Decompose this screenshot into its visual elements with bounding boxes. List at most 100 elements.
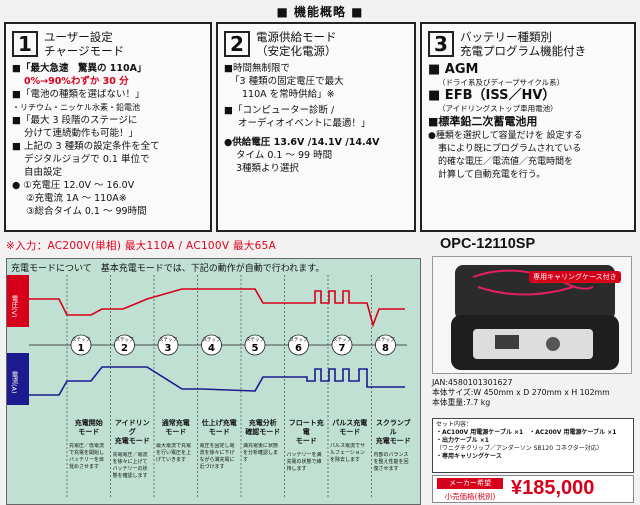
- mode-name: アイドリング: [114, 419, 150, 436]
- feature-panel-battery-type: 3 バッテリー種類別 充電プログラム機能付き ■ AGM （ドライ系及びディープ…: [420, 22, 636, 232]
- mode-name: モード: [295, 437, 317, 445]
- mode-name: 充電モード: [375, 437, 411, 445]
- step-marker: [114, 334, 135, 356]
- mode-detail: 電圧を固定し電流を徐々に下げながら満充電に近づけます: [199, 443, 235, 470]
- step-number: 8: [382, 343, 389, 354]
- mode-detail: 内部のバランスを整え性能を回復させます: [373, 452, 409, 472]
- battery-type: ■標準鉛二次蓄電池用: [428, 115, 538, 128]
- feature-line: ●種類を選択して容量だけを 設定する: [428, 131, 583, 141]
- set-item: ・出力ケーブル ×1: [436, 437, 489, 444]
- mode-name: モード: [208, 428, 230, 436]
- spec-line: ●供給電圧 13.6V /14.1V /14.4V: [224, 137, 380, 148]
- battery-type: ■ AGM: [428, 62, 479, 77]
- feature-line: 自由設定: [24, 167, 63, 178]
- feature-line: 「3 種類の固定電圧で最大: [230, 76, 344, 87]
- step-number: 5: [252, 343, 259, 354]
- mode-description: スクランブル充電モード内部のバランスを整え性能を回復させます: [374, 419, 414, 473]
- step-word: ステップ: [290, 337, 308, 343]
- feature-line: 的確な電圧／電流値／充電時間を: [438, 157, 574, 167]
- feature-line: ■ 上記の 3 種類の設定条件を全て: [12, 141, 160, 152]
- spec-line: ②充電流 1A ～ 110A※: [26, 193, 127, 204]
- current-label-box: [7, 353, 29, 405]
- mode-name: モード: [165, 428, 187, 436]
- feature-line: デジタルジョグで 0.1 単位で: [24, 154, 150, 165]
- mode-name: 充電モード: [114, 437, 150, 445]
- mode-detail: 満充電後に状態を分析確認します: [243, 443, 279, 463]
- mode-name: フロート充電: [288, 419, 324, 436]
- column-dividers: [66, 275, 372, 499]
- step-word: ステップ: [116, 337, 134, 343]
- set-contents: セット内容： ・AC100V 用電源ケーブル ×1 ・AC200V 用電源ケーブ…: [432, 418, 634, 473]
- panel-heading: ユーザー設定: [44, 30, 113, 44]
- current-curve: [29, 366, 405, 396]
- step-number: 6: [295, 343, 302, 354]
- jan-code: JAN:4580101301627: [432, 378, 513, 387]
- case-badge: 専用キャリングケース付き: [529, 271, 621, 283]
- step-number: 2: [121, 343, 128, 354]
- mode-description: パルス充電モードパルス電流でサルフェーションを除去します: [330, 419, 370, 464]
- product-info: JAN:4580101301627 本体サイズ:W 450mm x D 270m…: [432, 378, 610, 408]
- mode-name: 通常充電: [161, 419, 190, 427]
- panel-number: 1: [12, 31, 38, 57]
- feature-panel-power-supply: 2 電源供給モード （安定化電源） ■時間無制限で 「3 種類の固定電圧で最大 …: [216, 22, 416, 232]
- set-item: ・AC100V 用電源ケーブル ×1 ・AC200V 用電源ケーブル ×1: [436, 429, 617, 436]
- input-note: ※入力：AC200V(単相) 最大110A / AC100V 最大65A: [6, 240, 277, 252]
- mode-name: 充電分析: [248, 419, 277, 427]
- mode-detail: 最大電流で充電を行い電圧を上げていきます: [156, 443, 192, 463]
- feature-line: 計算して自動充電を行う。: [438, 170, 546, 180]
- step-marker: [157, 334, 179, 356]
- current-label: 電流(A): [10, 371, 18, 394]
- mode-description: 仕上げ充電モード電圧を固定し電流を徐々に下げながら満充電に近づけます: [200, 419, 240, 471]
- mode-detail: バッテリーを満充電の状態で維持します: [286, 452, 322, 472]
- carrying-case-image: 専用キャリングケース付き: [432, 256, 632, 374]
- voltage-label: 電圧(V): [10, 295, 18, 318]
- step-word: ステップ: [333, 337, 351, 343]
- mode-description: 通常充電モード最大電流で充電を行い電圧を上げていきます: [156, 419, 196, 464]
- step-number: 1: [78, 343, 85, 354]
- mode-name: モード: [339, 428, 361, 436]
- feature-panel-user-charge: 1 ユーザー設定 チャージモード ■「最大急速 驚異の 110A」 0%→90%…: [4, 22, 212, 232]
- mode-name: モード: [78, 428, 100, 436]
- panel-heading: チャージモード: [44, 44, 125, 58]
- step-number: 3: [165, 343, 172, 354]
- price-label: メーカー希望: [437, 478, 503, 489]
- mode-name: 充電開始: [74, 419, 103, 427]
- mode-description: 充電分析確認モード満充電後に状態を分析確認します: [243, 419, 283, 464]
- mode-name: 仕上げ充電: [201, 419, 237, 427]
- mode-name: パルス充電: [332, 419, 368, 427]
- feature-line: ■時間無制限で: [224, 63, 290, 74]
- feature-line: 0%→90%わずか 30 分: [24, 76, 129, 87]
- spec-line: ③総合タイム 0.1 ～ 99時間: [26, 206, 147, 217]
- mode-name: スクランブル: [375, 419, 411, 436]
- battery-type: ■ EFB（ISS／HV）: [428, 88, 556, 103]
- step-word: ステップ: [159, 337, 177, 343]
- step-marker: [331, 334, 353, 356]
- step-word: ステップ: [203, 337, 221, 343]
- feature-line: ■「電池の種類を選ばない！」: [12, 89, 145, 100]
- step-marker: [288, 334, 309, 356]
- panel-heading: バッテリー種類別: [460, 30, 552, 44]
- chart-title: 充電モードについて 基本充電モードでは、下記の動作が自動で行われます。: [11, 264, 325, 274]
- step-word: ステップ: [246, 337, 264, 343]
- body-size: 本体サイズ:W 450mm x D 270mm x H 102mm: [432, 388, 610, 397]
- spec-line: タイム 0.1 ～ 99 時間: [236, 150, 333, 161]
- feature-line: ■「最大急速 驚異の 110A」: [12, 63, 147, 74]
- step-number: 4: [208, 343, 215, 354]
- voltage-label-box: [7, 275, 29, 327]
- set-title: セット内容：: [436, 421, 473, 428]
- step-marker: [244, 334, 266, 356]
- feature-line: ■「最大 3 段階のステージに: [12, 115, 138, 126]
- feature-line: 事により既にプログラムされている: [438, 144, 582, 154]
- mode-description: フロート充電モードバッテリーを満充電の状態で維持します: [287, 419, 327, 473]
- feature-line: 110A を常時供給」※: [242, 89, 335, 100]
- mode-name: 確認モード: [245, 428, 281, 436]
- price-label-line: メーカー希望: [449, 479, 491, 487]
- price-label-line: 小売価格(税別): [444, 492, 496, 501]
- step-word: ステップ: [377, 337, 395, 343]
- voltage-curve: [29, 288, 405, 328]
- panel-heading: 充電プログラム機能付き: [460, 44, 587, 58]
- panel-heading: （安定化電源）: [256, 44, 337, 58]
- model-number: OPC-12110SP: [440, 236, 536, 252]
- step-number: 7: [339, 343, 346, 354]
